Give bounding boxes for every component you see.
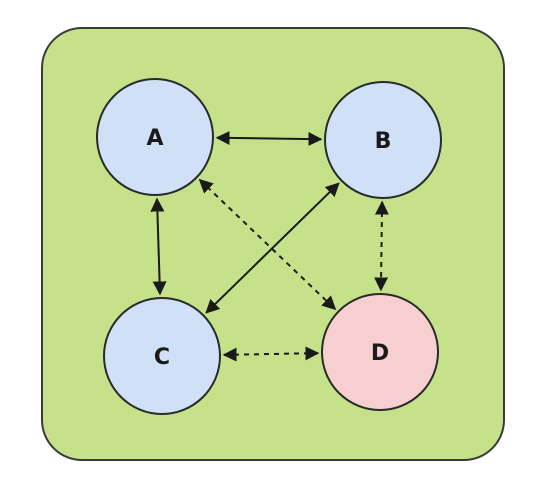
node-a: A — [96, 78, 214, 196]
node-d: D — [321, 293, 439, 411]
nodes-layer: A B C D — [96, 78, 442, 415]
edge-a-c — [150, 197, 167, 296]
edges-layer — [150, 130, 389, 362]
node-c: C — [103, 297, 221, 415]
node-label-c: C — [154, 345, 170, 370]
node-circle-b — [324, 81, 442, 199]
node-label-b: B — [375, 129, 392, 154]
node-circle-d — [321, 293, 439, 411]
node-label-a: A — [146, 126, 163, 151]
node-label-d: D — [371, 341, 389, 366]
node-b: B — [324, 81, 442, 199]
diagram-background — [41, 27, 505, 461]
edge-b-d — [374, 200, 389, 292]
node-circle-a — [96, 78, 214, 196]
node-circle-c — [103, 297, 221, 415]
edge-a-b — [215, 130, 323, 147]
edge-a-d — [198, 178, 337, 311]
